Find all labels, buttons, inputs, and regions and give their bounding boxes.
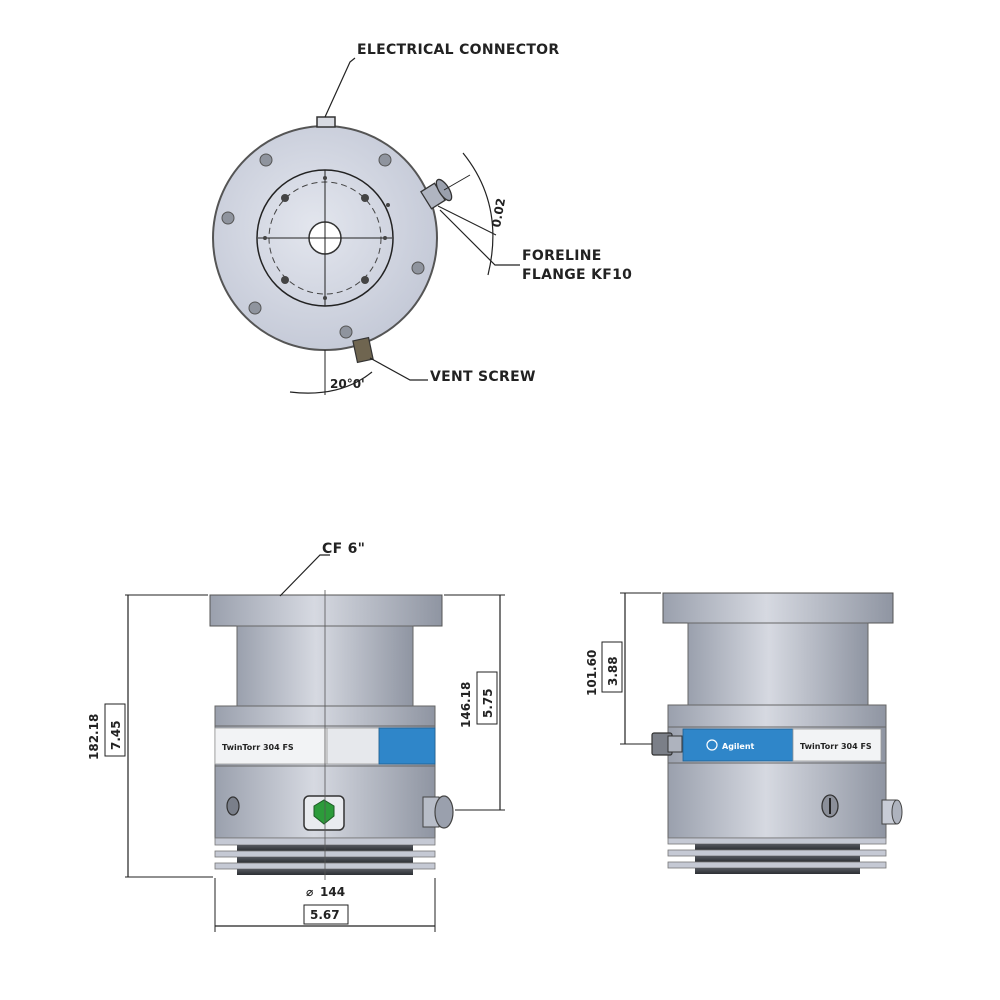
top-view: ELECTRICAL CONNECTOR 0.02 FORELINE FLANG… <box>212 42 632 395</box>
overall-height-in: 7.45 <box>109 720 123 750</box>
side-brand-text: Agilent <box>722 742 755 751</box>
side-collar <box>667 704 887 728</box>
foreline-label-1: FORELINE <box>522 248 602 264</box>
vent-angle-arc <box>289 371 373 394</box>
front-nameplate-text: TwinTorr 304 FS <box>222 743 294 752</box>
foreline-angle: 0.02 <box>489 197 508 229</box>
side-blue-label <box>682 728 794 762</box>
foreline-label-2: FLANGE KF10 <box>522 267 632 283</box>
side-foreline-port <box>881 799 903 825</box>
side-neck <box>687 622 869 706</box>
foreline-leader <box>439 209 520 266</box>
front-small-port <box>226 796 240 816</box>
inner-holes <box>263 176 390 300</box>
width-mm: 144 <box>320 885 345 899</box>
flange-leader <box>279 554 330 597</box>
front-side-port <box>422 795 454 829</box>
front-blue-label <box>378 727 436 765</box>
width-in: 5.67 <box>310 908 340 922</box>
front-blank-panel <box>326 727 380 765</box>
side-nameplate-text: TwinTorr 304 FS <box>800 742 872 751</box>
vent-label: VENT SCREW <box>430 369 536 385</box>
foreline-angle-arc <box>462 152 494 276</box>
side-view: Agilent TwinTorr 304 FS 101.60 3.88 <box>585 592 903 874</box>
width-in-box <box>303 904 349 925</box>
outer-bolt-holes <box>221 153 425 339</box>
vent-angle: 20°0' <box>330 377 365 391</box>
connector-label: ELECTRICAL CONNECTOR <box>357 42 559 58</box>
side-lower-body <box>667 762 887 839</box>
side-inlet-flange <box>662 592 894 624</box>
side-height-in: 3.88 <box>606 656 620 686</box>
side-height-mm: 101.60 <box>585 650 599 696</box>
front-status-led-icon <box>313 799 335 825</box>
body-height-in-box <box>476 671 498 725</box>
body-height-in: 5.75 <box>481 688 495 718</box>
body-height-mm: 146.18 <box>459 682 473 728</box>
foreline-ext-line-1 <box>443 174 471 191</box>
overall-height-mm: 182.18 <box>87 714 101 760</box>
vent-screw-tab <box>352 336 374 364</box>
flange-label: CF 6" <box>322 541 365 557</box>
connector-leader <box>324 57 356 118</box>
side-cooling-ribs <box>667 837 887 874</box>
front-view: TwinTorr 304 FS CF 6" 182.18 7 <box>87 541 505 932</box>
side-height-in-box <box>601 641 623 693</box>
side-connector <box>651 732 683 756</box>
front-inlet-flange <box>209 594 443 627</box>
foreline-ext-line-2 <box>437 205 497 236</box>
width-prefix: ⌀ <box>306 885 313 899</box>
side-nameplate <box>792 728 882 762</box>
overall-height-in-box <box>104 703 126 757</box>
side-brand-logo <box>706 739 718 751</box>
vent-leader <box>369 357 428 381</box>
electrical-connector-tab <box>316 116 336 128</box>
